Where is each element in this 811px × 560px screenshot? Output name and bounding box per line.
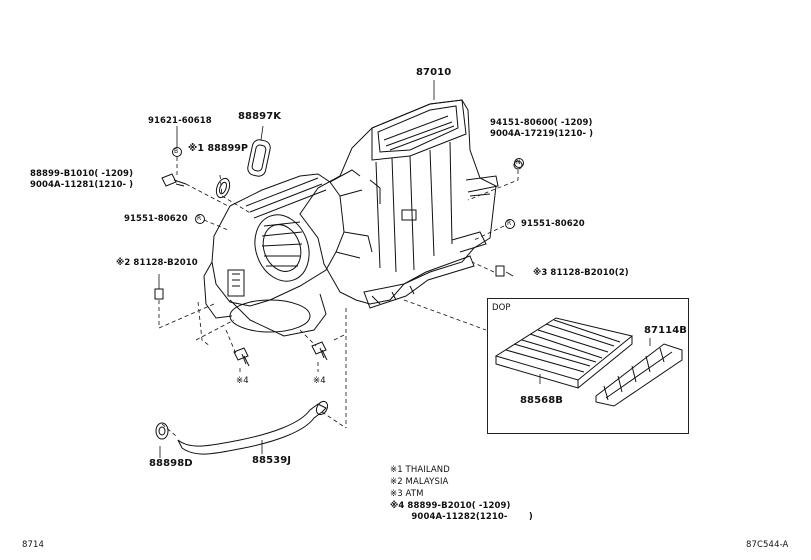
grommet-88898d bbox=[155, 422, 169, 440]
cover-87114b bbox=[595, 343, 683, 407]
grommet-88899p bbox=[215, 177, 231, 199]
label-88898d: 88898D bbox=[149, 458, 193, 469]
label-88899p: ※1 88899P bbox=[188, 143, 249, 154]
heater-case bbox=[299, 99, 499, 309]
seal-88897k bbox=[247, 139, 271, 177]
label-x4-left: ※4 bbox=[236, 376, 249, 386]
label-88568b: 88568B bbox=[520, 395, 564, 406]
label-88897k: 88897K bbox=[238, 111, 282, 122]
label-87010: 87010 bbox=[416, 67, 452, 78]
notes-list: ※1 THAILAND ※2 MALAYSIA ※3 ATM ※4 88899-… bbox=[390, 465, 533, 522]
mark-r-2: R bbox=[507, 220, 512, 227]
label-81128-left: ※2 81128-B2010 bbox=[116, 258, 198, 268]
drain-hose bbox=[177, 403, 319, 447]
label-87114b: 87114B bbox=[644, 325, 688, 336]
blower-unit bbox=[203, 169, 373, 337]
note-4: ※4 88899-B2010( -1209) bbox=[390, 501, 511, 511]
footer-code-right: 87C544-A bbox=[746, 540, 789, 550]
mark-r-1: R bbox=[197, 215, 202, 222]
label-9004a-11281: 9004A-11281(1210- ) bbox=[30, 180, 134, 190]
label-94151: 94151-80600( -1209) bbox=[490, 118, 593, 128]
label-81128-right: ※3 81128-B2010(2) bbox=[533, 268, 629, 278]
footer-code-left: 8714 bbox=[22, 540, 45, 550]
dop-label: DOP bbox=[492, 303, 511, 313]
note-5: 9004A-11282(1210- ) bbox=[390, 512, 533, 522]
label-9004a-17219: 9004A-17219(1210- ) bbox=[490, 129, 594, 139]
label-91551-right: 91551-80620 bbox=[521, 219, 585, 229]
label-91551-left: 91551-80620 bbox=[124, 214, 188, 224]
note-2: ※2 MALAYSIA bbox=[390, 477, 449, 487]
dop-frame bbox=[487, 298, 689, 434]
mark-b-1: B bbox=[174, 148, 179, 155]
note-1: ※1 THAILAND bbox=[390, 465, 450, 475]
note-3: ※3 ATM bbox=[390, 489, 424, 499]
dop-filter-drawing bbox=[494, 317, 683, 407]
label-91621: 91621-60618 bbox=[148, 116, 212, 126]
label-88539j: 88539J bbox=[252, 455, 292, 466]
mark-n-1: N bbox=[516, 159, 521, 166]
label-x4-right: ※4 bbox=[313, 376, 326, 386]
label-88899-b1010: 88899-B1010( -1209) bbox=[30, 169, 134, 179]
